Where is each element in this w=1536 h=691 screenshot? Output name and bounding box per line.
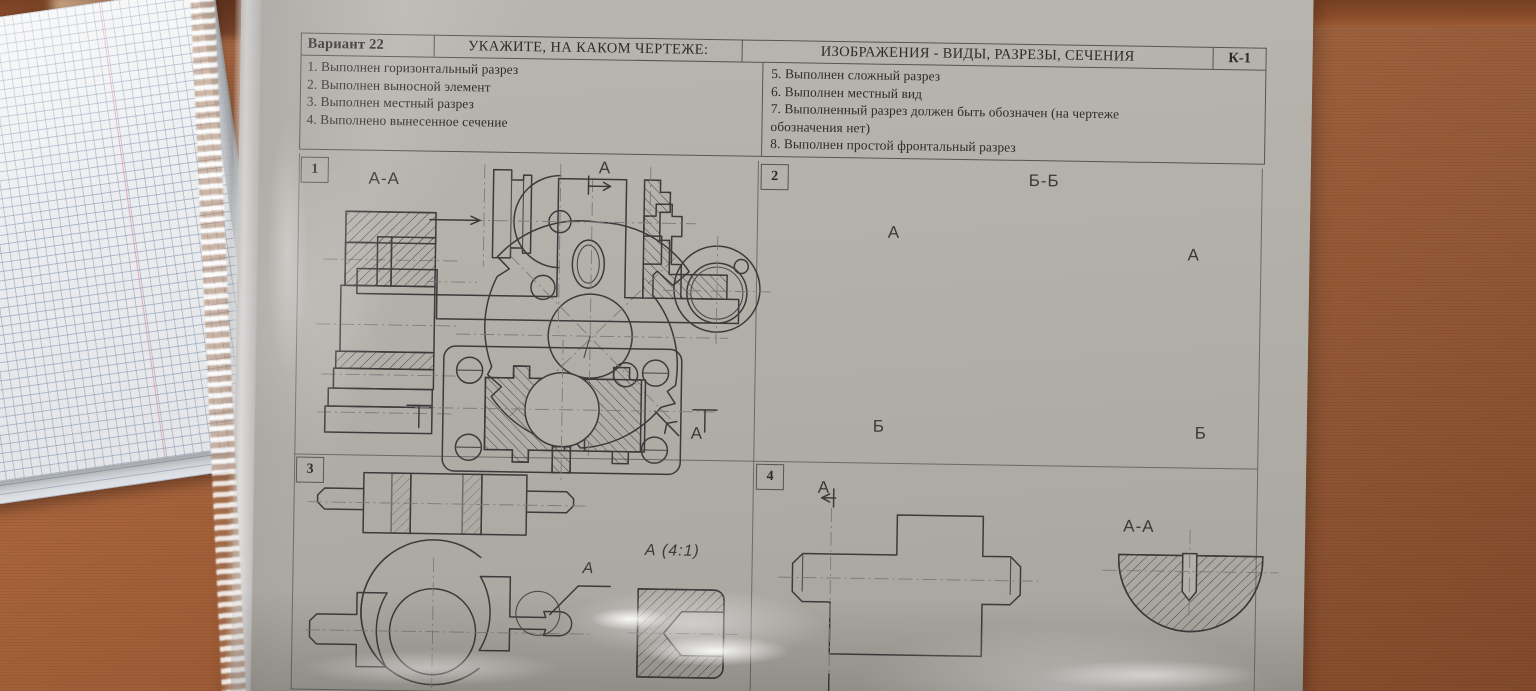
header-table: Вариант 22 УКАЖИТЕ, НА КАКОМ ЧЕРТЕЖЕ: ИЗ… bbox=[299, 32, 1267, 165]
drawing-4-front-view bbox=[778, 488, 1043, 691]
drawing-1-section-view bbox=[316, 210, 458, 435]
label-arrow-a-left: А bbox=[887, 222, 901, 242]
worksheet-sheet: Вариант 22 УКАЖИТЕ, НА КАКОМ ЧЕРТЕЖЕ: ИЗ… bbox=[230, 0, 1314, 691]
label-arrow-b-right: Б bbox=[1194, 423, 1208, 443]
code-cell: К-1 bbox=[1228, 50, 1252, 67]
questions-left: 1. Выполнен горизонтальный разрез 2. Вып… bbox=[300, 55, 764, 156]
label-detail-a-scale: А (4:1) bbox=[644, 542, 700, 560]
drawing-number-3: 3 bbox=[295, 456, 325, 483]
label-section-aa-q4: А-А bbox=[1123, 516, 1155, 537]
drawing-3-detail-A bbox=[627, 588, 740, 679]
label-arrow-a-bottom: А bbox=[690, 423, 704, 443]
drawings-svg bbox=[305, 163, 1279, 691]
drawing-number-4: 4 bbox=[755, 463, 785, 491]
drawings-grid: 1 2 3 4 А-А А А Б-Б А Б Б А А А (4:1) А bbox=[290, 153, 1279, 691]
label-local-view-a: А bbox=[1187, 245, 1201, 265]
label-section-aa-1: А-А bbox=[368, 168, 401, 189]
label-arrow-a-q4: А bbox=[817, 477, 831, 497]
variant-cell: Вариант 22 bbox=[301, 33, 435, 57]
drawing-number-2: 2 bbox=[760, 163, 789, 191]
drawing-number-1: 1 bbox=[300, 156, 329, 184]
drawing-4-section-AA bbox=[1102, 529, 1279, 633]
label-arrow-a-top: А bbox=[598, 158, 612, 178]
drawing-3-top-view bbox=[307, 471, 586, 536]
drawing-2-top-view bbox=[406, 339, 718, 480]
label-section-bb: Б-Б bbox=[1028, 171, 1060, 191]
questions-row: 1. Выполнен горизонтальный разрез 2. Вып… bbox=[300, 55, 1266, 165]
drawing-3-front-view bbox=[305, 539, 611, 688]
questions-right: 5. Выполнен сложный разрез 6. Выполнен м… bbox=[762, 63, 1265, 164]
worksheet-content: Вариант 22 УКАЖИТЕ, НА КАКОМ ЧЕРТЕЖЕ: ИЗ… bbox=[290, 32, 1279, 691]
label-arrow-b-left: Б bbox=[872, 416, 886, 436]
label-detail-leader-a: А bbox=[582, 560, 595, 578]
